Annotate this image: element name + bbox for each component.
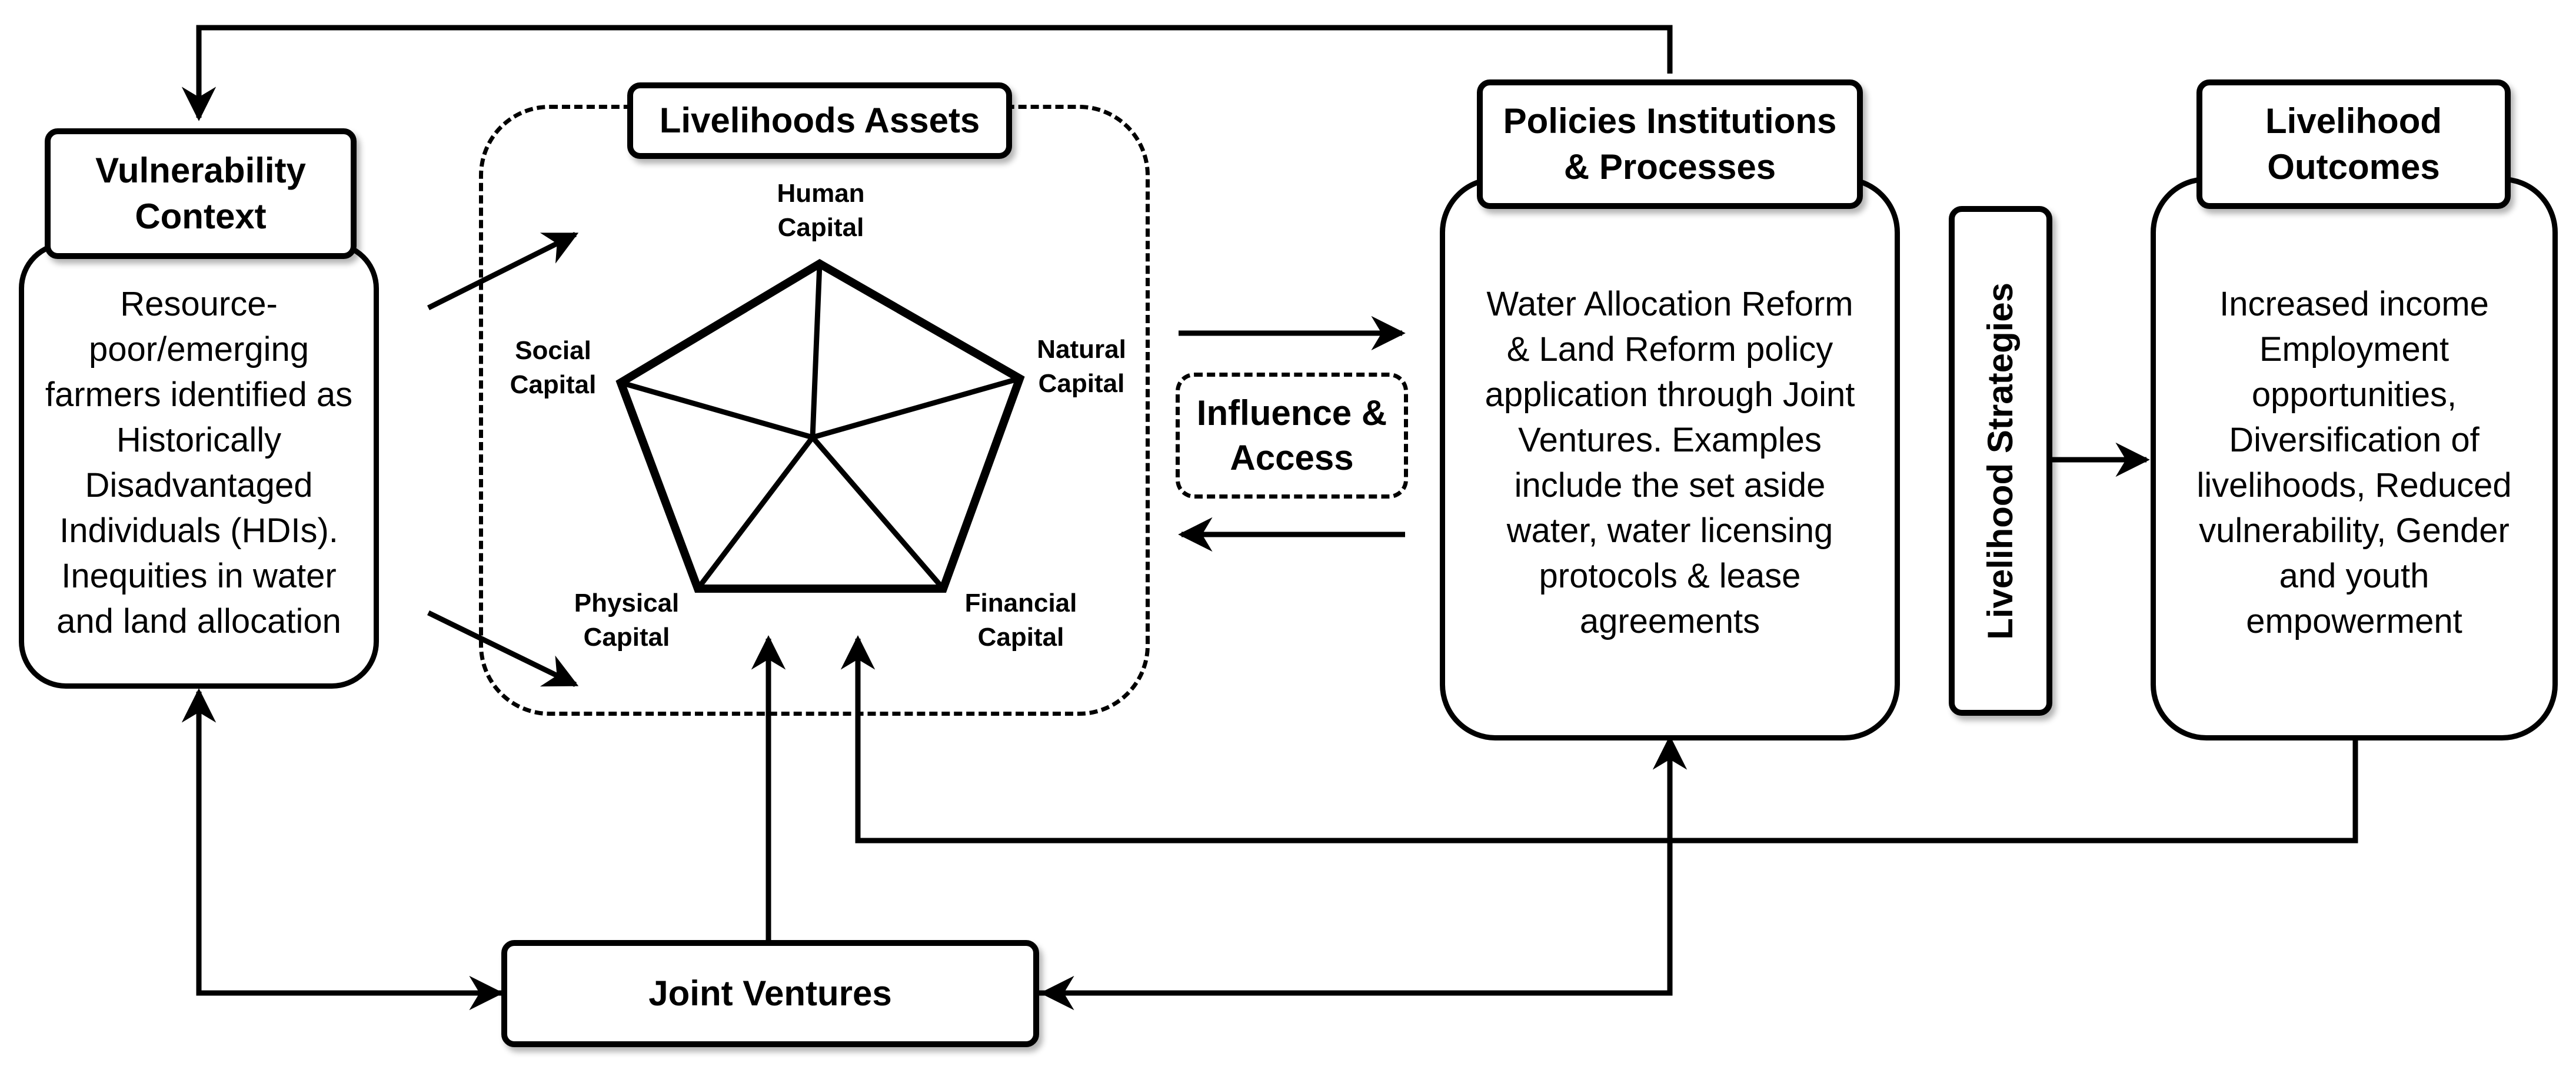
natural-capital-label: Natural Capital [1037, 335, 1126, 398]
livelihood-outcomes-box [2151, 177, 2558, 740]
arrow-joint-ventures-to-vulnerability [181, 688, 502, 996]
influence-access-box: Influence & Access [1176, 373, 1408, 499]
feedback-arrow-outcomes-to-financial-capital [840, 635, 2358, 843]
policies-title: Policies Institutions & Processes [1477, 79, 1863, 209]
physical-capital-label: Physical Capital [574, 589, 680, 652]
policies-text: Water Allocation Reform & Land Reform po… [1485, 285, 1855, 640]
financial-capital-label: Financial Capital [964, 589, 1077, 652]
arrow-joint-ventures-to-policies [1039, 735, 1688, 996]
livelihoods-assets-title: Livelihoods Assets [627, 82, 1012, 159]
feedback-arrow-policies-to-vulnerability [181, 25, 1673, 121]
vulnerability-context-text: Resource- poor/emerging farmers identifi… [45, 285, 353, 640]
livelihood-strategies-label: Livelihood Strategies [1980, 282, 2020, 640]
livelihood-outcomes-text: Increased income Employment opportunitie… [2196, 285, 2512, 640]
livelihood-strategies-box: Livelihood Strategies [1949, 206, 2052, 716]
arrow-vulnerability-to-assets-upper [427, 231, 579, 311]
human-capital-label: Human Capital [777, 179, 865, 242]
social-capital-label: Social Capital [510, 336, 597, 399]
policies-box [1440, 177, 1900, 740]
joint-ventures-box: Joint Ventures [501, 940, 1039, 1047]
livelihood-outcomes-title: Livelihood Outcomes [2196, 79, 2511, 209]
vulnerability-context-box [19, 241, 379, 689]
vulnerability-context-title: Vulnerability Context [45, 128, 357, 259]
